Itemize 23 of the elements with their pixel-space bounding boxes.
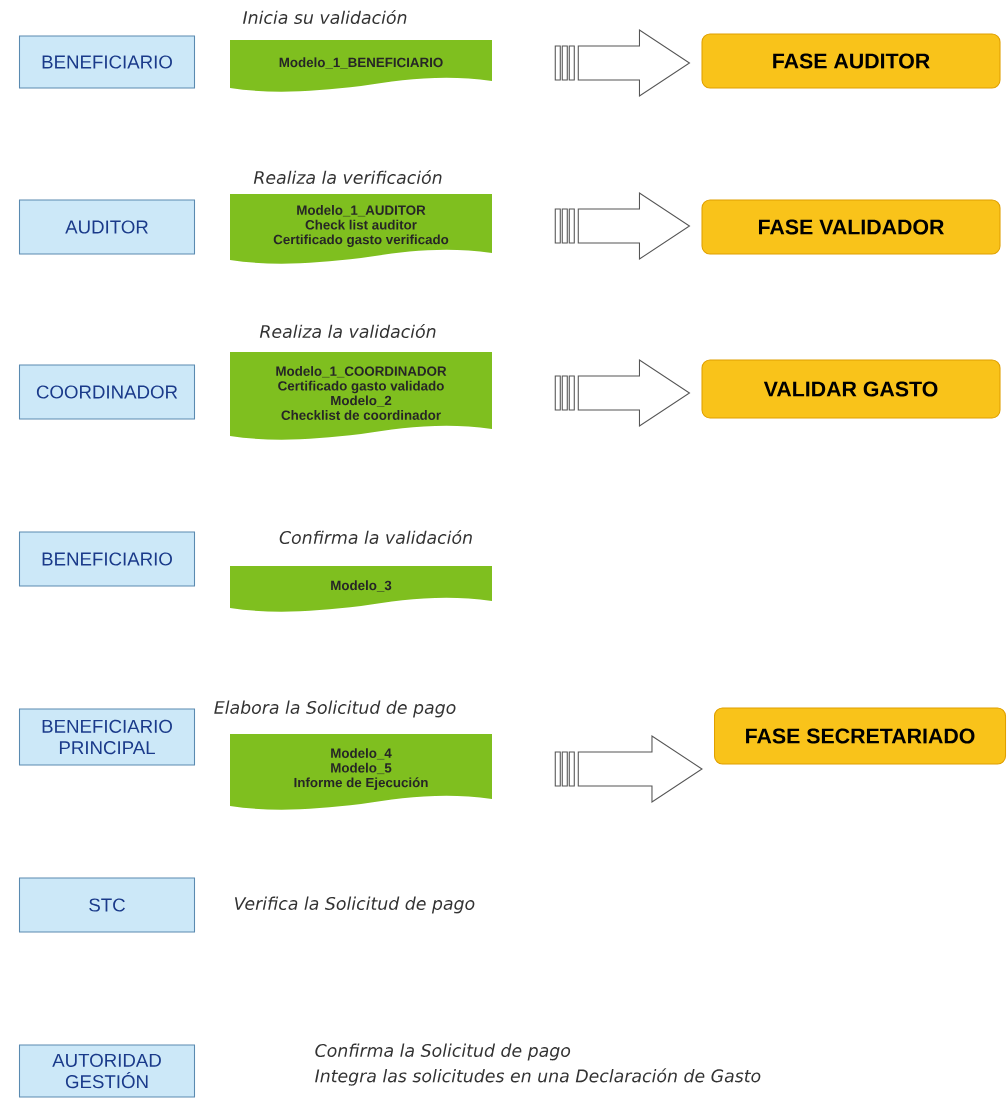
role-box: BENEFICIARIO PRINCIPAL: [18, 708, 196, 766]
role-box: AUTORIDAD GESTIÓN: [18, 1044, 196, 1098]
step-description: Confirma la validación: [279, 529, 472, 545]
role-box: COORDINADOR: [18, 364, 196, 420]
block-arrow: [554, 735, 703, 803]
block-arrow: [554, 29, 691, 97]
step-description: Inicia su validación: [242, 9, 407, 25]
block-arrow: [554, 359, 691, 427]
step-description: Realiza la validación: [259, 323, 436, 339]
step-description: Elabora la Solicitud de pago: [214, 700, 456, 718]
role-box: STC: [18, 877, 196, 933]
role-box: BENEFICIARIO: [18, 531, 196, 587]
phase-box: VALIDAR GASTO: [701, 359, 1001, 419]
phase-box: FASE AUDITOR: [701, 33, 1001, 89]
block-arrow: [554, 192, 691, 260]
step-description: Integra las solicitudes en una Declaración de Gasto: [315, 1068, 761, 1086]
role-box: AUDITOR: [18, 199, 196, 255]
phase-box: FASE SECRETARIADO: [713, 707, 1007, 765]
role-box: BENEFICIARIO: [18, 35, 196, 89]
step-description: Verifica la Solicitud de pago: [234, 896, 475, 914]
step-description: Realiza la verificación: [253, 169, 442, 185]
phase-box: FASE VALIDADOR: [701, 199, 1001, 255]
step-description: Confirma la Solicitud de pago: [315, 1043, 571, 1061]
